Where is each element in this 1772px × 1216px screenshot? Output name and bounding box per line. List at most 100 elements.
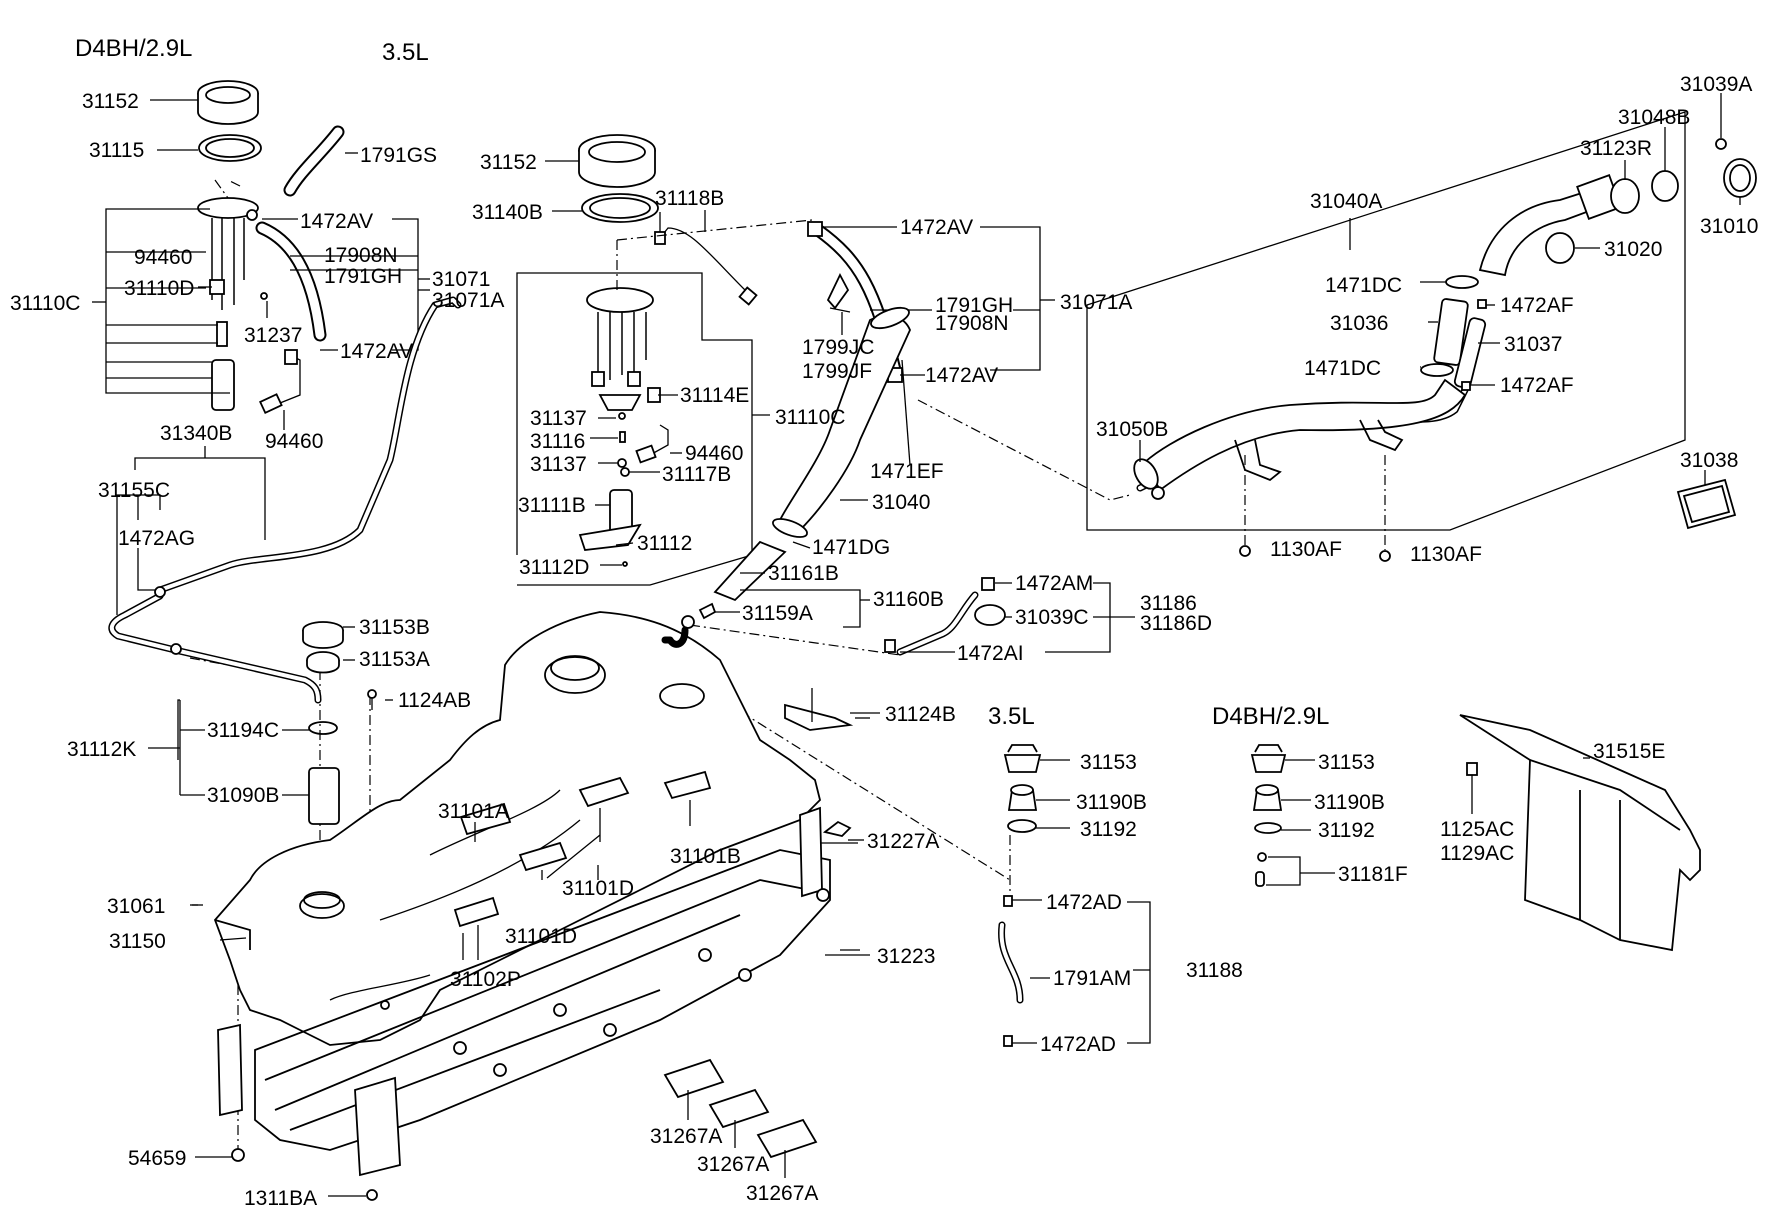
leaders-vapor-lines [116,446,266,615]
part-label: 31137 [530,453,587,476]
part-label: 31114E [680,384,749,407]
part-label: 1130AF [1410,543,1482,566]
part-label: 31111B [518,494,586,517]
leaders-valve-stack-3-5l [1012,759,1151,1044]
part-label: 1799JC [802,336,874,359]
part-label: 31124B [885,703,956,726]
part-label: 1472AD [1040,1033,1116,1056]
leaders-filler-pipe [1139,93,1741,485]
part-label: 31112K [67,738,136,761]
valve-stack-d4bh [1250,744,1287,887]
valve-31186 [884,577,1006,656]
part-label: 1472AF [1500,374,1574,397]
part-label: 31267A [697,1153,769,1176]
engine-header-mid-right: D4BH/2.9L [1212,703,1329,730]
part-label: 94460 [685,442,743,465]
part-label: 1791GH [324,265,402,288]
part-label: 31040 [872,491,930,514]
pump-flange-2 [586,287,654,313]
part-label: 1472AG [118,527,195,550]
part-label: 31153B [359,616,430,639]
part-label: 31115 [89,139,144,162]
leaders-valve-stack-d4bh [1266,759,1335,886]
part-label: 31123R [1580,137,1652,160]
leaders-left-pump [92,99,430,430]
leaders-valve-31186 [900,582,1135,653]
vapor-line-31340b [156,296,462,594]
part-label: 1472AV [340,340,413,363]
part-label: 1472AI [957,642,1024,665]
part-label: 31192 [1080,818,1137,841]
part-label: 31137 [530,407,587,430]
part-label: 31071A [432,289,504,312]
part-label: 31267A [746,1182,818,1205]
part-label: 31118B [655,187,724,210]
part-label: 31036 [1330,312,1388,335]
part-label: 1471DG [812,536,890,559]
part-label: 31116 [530,430,585,453]
part-label: 31090B [207,784,279,807]
part-label: 31267A [650,1125,722,1148]
filter-assembly-31112k [302,621,377,825]
tank-protector-31223 [217,688,854,1201]
part-label: 31192 [1318,819,1375,842]
leaders-filler-hose [822,226,1055,376]
part-label: 31152 [480,151,537,174]
pump-assembly-d4bh [197,80,345,415]
part-label: 31190B [1314,791,1385,814]
part-label: 31102P [450,968,521,991]
part-label: 31039C [1015,606,1089,629]
part-label: 31150 [109,930,166,953]
part-label: 1471DC [1304,357,1381,380]
part-label: 31160B [873,588,944,611]
vapor-hose-31155c [108,586,322,704]
part-label: 1472AV [300,210,373,233]
part-label: 31101D [505,925,577,948]
part-label: 31186D [1140,612,1212,635]
part-label: 94460 [265,430,323,453]
pads-31267a [663,1058,818,1178]
leaders-filler-neck [715,359,911,628]
part-label: 17908N [324,244,398,267]
part-label: 31071 [432,268,490,291]
part-label: 31050B [1096,418,1168,441]
part-label: 31110D [124,277,194,300]
part-label: 31112 [637,532,692,555]
gasket-part-2 [581,193,659,223]
part-label: 1791GS [360,144,437,167]
engine-header-top-left: D4BH/2.9L [75,35,192,62]
part-label: 31101D [562,877,634,900]
part-label: 17908N [935,312,1009,335]
part-label: 31048B [1618,106,1690,129]
valve-stack-3-5l [998,744,1042,1047]
part-label: 31181F [1338,863,1408,886]
part-label: 1799JF [802,360,872,383]
part-label: 1471EF [870,460,944,483]
part-label: 31038 [1680,449,1738,472]
part-label: 31515E [1593,740,1665,763]
part-label: 1472AM [1015,572,1093,595]
part-label: 54659 [128,1147,186,1170]
leaders-protector [195,712,880,1197]
leaders-heat-shield [1471,757,1590,814]
part-label: 31340B [160,422,232,445]
part-label: 31227A [867,830,939,853]
part-label: 31071A [1060,291,1132,314]
part-label: 31153 [1080,751,1137,774]
leaders-tank [190,717,870,960]
part-label: 31110C [775,406,845,429]
part-label: 31153 [1318,751,1375,774]
part-label: 31020 [1604,238,1662,261]
part-label: 31161B [768,562,839,585]
part-number-labels: 31152 31115 1791GS 1472AV 94460 17908N 1… [10,73,1758,1210]
part-label: 31112D [519,556,589,579]
part-label: 31152 [82,90,139,113]
part-label: 31140B [472,201,543,224]
part-label: 1472AV [925,364,998,387]
heat-shield-31515e [1459,714,1701,952]
part-label: 31194C [207,719,279,742]
filler-neck-31040 [681,306,911,629]
part-label: 31223 [877,945,935,968]
filter-tube [216,321,228,347]
